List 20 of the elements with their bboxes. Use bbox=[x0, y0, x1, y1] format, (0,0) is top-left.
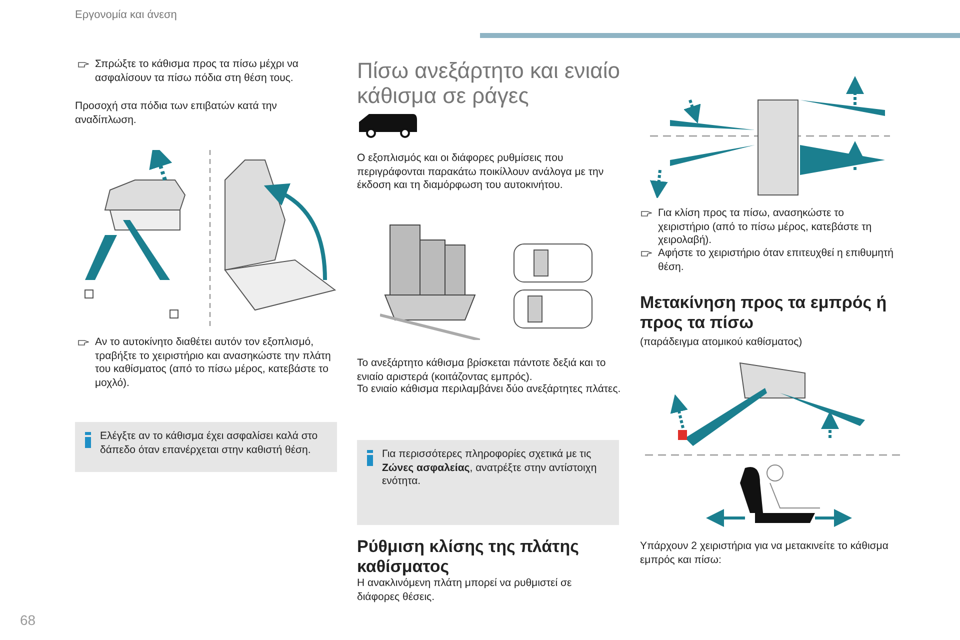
section-heading: Πίσω ανεξάρτητο και ενιαίο κάθισμα σε ράγες bbox=[357, 58, 621, 109]
body-text: Υπάρχουν 2 χειριστήρια για να μετακινείτε το κάθισμα εμπρός και πίσω: bbox=[640, 540, 890, 568]
instruction-text: Αφήστε το χειριστήριο όταν επιτευχθεί η επιθυμητή θέση. bbox=[658, 247, 895, 274]
instruction-text: Αν το αυτοκίνητο διαθέτει αυτόν τον εξοπλισμό, τραβήξτε το χειριστήριο και ανασηκώστε την πλάτη του καθίσματος (από το πίσω μέρος, κατεβάστε το μοχλό). bbox=[95, 336, 332, 391]
body-text: Ο εξοπλισμός και οι διάφορες ρυθμίσεις που περιγράφονται παρακάτω ποικίλλουν ανάλογα με την έκδοση και τη διαμόρφωση του αυτοκινήτου. bbox=[357, 152, 605, 193]
body-text: Το ενιαίο κάθισμα περιλαμβάνει δύο ανεξάρτητες πλάτες. bbox=[357, 383, 622, 397]
info-note bbox=[75, 422, 337, 472]
body-text: (παράδειγμα ατομικού καθίσματος) bbox=[640, 336, 804, 350]
info-text: Ελέγξτε αν το κάθισμα έχει ασφαλίσει καλά στο δάπεδο όταν επανέρχεται στην καθιστή θέση. bbox=[100, 430, 319, 458]
section-heading: Ρύθμιση κλίσης της πλάτης καθίσματος bbox=[357, 537, 580, 576]
body-text: Το ανεξάρτητο κάθισμα βρίσκεται πάντοτε δεξιά και το ενιαίο αριστερά (κοιτάζοντας εμπρός). bbox=[357, 357, 607, 384]
warning-text: Προσοχή στα πόδια των επιβατών κατά την αναδίπλωση. bbox=[75, 100, 278, 128]
running-header: Εργονομία και άνεση bbox=[75, 8, 178, 22]
info-text: Για περισσότερες πληροφορίες σχετικά με τις Ζώνες ασφαλείας, ανατρέξτε στην αντίστοιχη ενότητα. bbox=[382, 448, 598, 489]
instruction-text: Σπρώξτε το κάθισμα προς τα πίσω μέχρι να ασφαλίσουν τα πίσω πόδια στη θέση τους. bbox=[95, 58, 300, 86]
instruction-text: Για κλίση προς τα πίσω, ανασηκώστε το χειριστήριο (από το πίσω μέρος, κατεβάστε τη χειρολαβή). bbox=[658, 207, 873, 248]
section-heading: Μετακίνηση προς τα εμπρός ή προς τα πίσω bbox=[640, 293, 888, 332]
info-note bbox=[357, 440, 619, 525]
page-number: 68 bbox=[20, 611, 37, 630]
body-text: Η ανακλινόμενη πλάτη μπορεί να ρυθμιστεί σε διάφορες θέσεις. bbox=[357, 577, 573, 604]
